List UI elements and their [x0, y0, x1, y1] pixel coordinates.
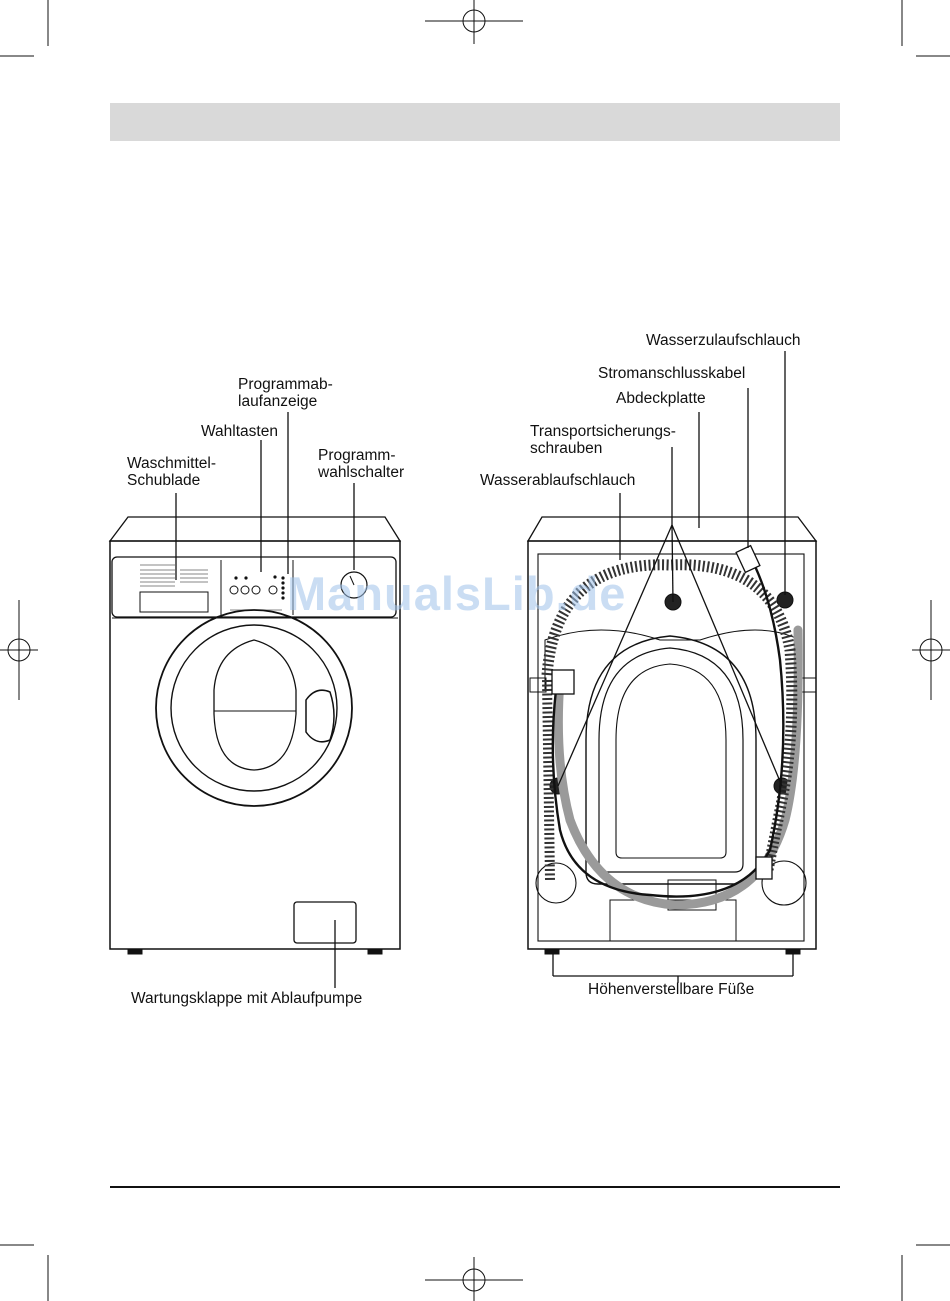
door-inner	[171, 625, 337, 791]
label-transportsicherungsschrauben: Transportsicherungs- schrauben	[530, 423, 676, 457]
select-button-2-icon	[241, 586, 249, 594]
door-handle-icon	[306, 690, 334, 742]
hose-connector-icon	[756, 857, 772, 879]
rear-drum-inner	[616, 664, 726, 858]
rear-drum-outer	[586, 636, 756, 884]
service-flap	[294, 902, 356, 943]
rear-foot-left	[545, 949, 559, 954]
rear-drum-mid	[599, 648, 743, 872]
label-stromanschlusskabel: Stromanschlusskabel	[598, 365, 745, 382]
select-button-3-icon	[252, 586, 260, 594]
label-wahltasten: Wahltasten	[201, 423, 278, 440]
label-line: Transportsicherungs-	[530, 423, 676, 440]
label-line: schrauben	[530, 440, 676, 457]
label-abdeckplatte: Abdeckplatte	[616, 390, 706, 407]
label-programmwahlschalter: Programm- wahlschalter	[318, 447, 404, 481]
label-wartungsklappe: Wartungsklappe mit Ablaufpumpe	[131, 990, 362, 1007]
front-top-panel	[110, 517, 400, 541]
select-button-1-icon	[230, 586, 238, 594]
door-glass	[214, 640, 296, 770]
rear-foot-right	[786, 949, 800, 954]
front-foot-right	[368, 949, 382, 954]
detergent-drawer-handle	[140, 592, 208, 612]
watermark: ManualsLib.de	[287, 566, 626, 621]
label-line: laufanzeige	[238, 393, 333, 410]
label-waschmittel-schublade: Waschmittel- Schublade	[127, 455, 216, 489]
rear-inner-outline	[545, 630, 800, 690]
label-line: Programm-	[318, 447, 404, 464]
label-line: Schublade	[127, 472, 216, 489]
label-line: Waschmittel-	[127, 455, 216, 472]
label-programmablaufanzeige: Programmab- laufanzeige	[238, 376, 333, 410]
rear-pump-left	[536, 863, 576, 903]
hose-connector-icon	[552, 670, 574, 694]
label-line: wahlschalter	[318, 464, 404, 481]
label-hoehenverstellbare-fuesse: Höhenverstellbare Füße	[588, 981, 754, 998]
label-line: Programmab-	[238, 376, 333, 393]
label-wasserablaufschlauch: Wasserablaufschlauch	[480, 472, 635, 489]
label-wasserzulaufschlauch: Wasserzulaufschlauch	[646, 332, 801, 349]
front-foot-left	[128, 949, 142, 954]
footer-rule	[110, 1186, 840, 1188]
select-button-4-icon	[269, 586, 277, 594]
